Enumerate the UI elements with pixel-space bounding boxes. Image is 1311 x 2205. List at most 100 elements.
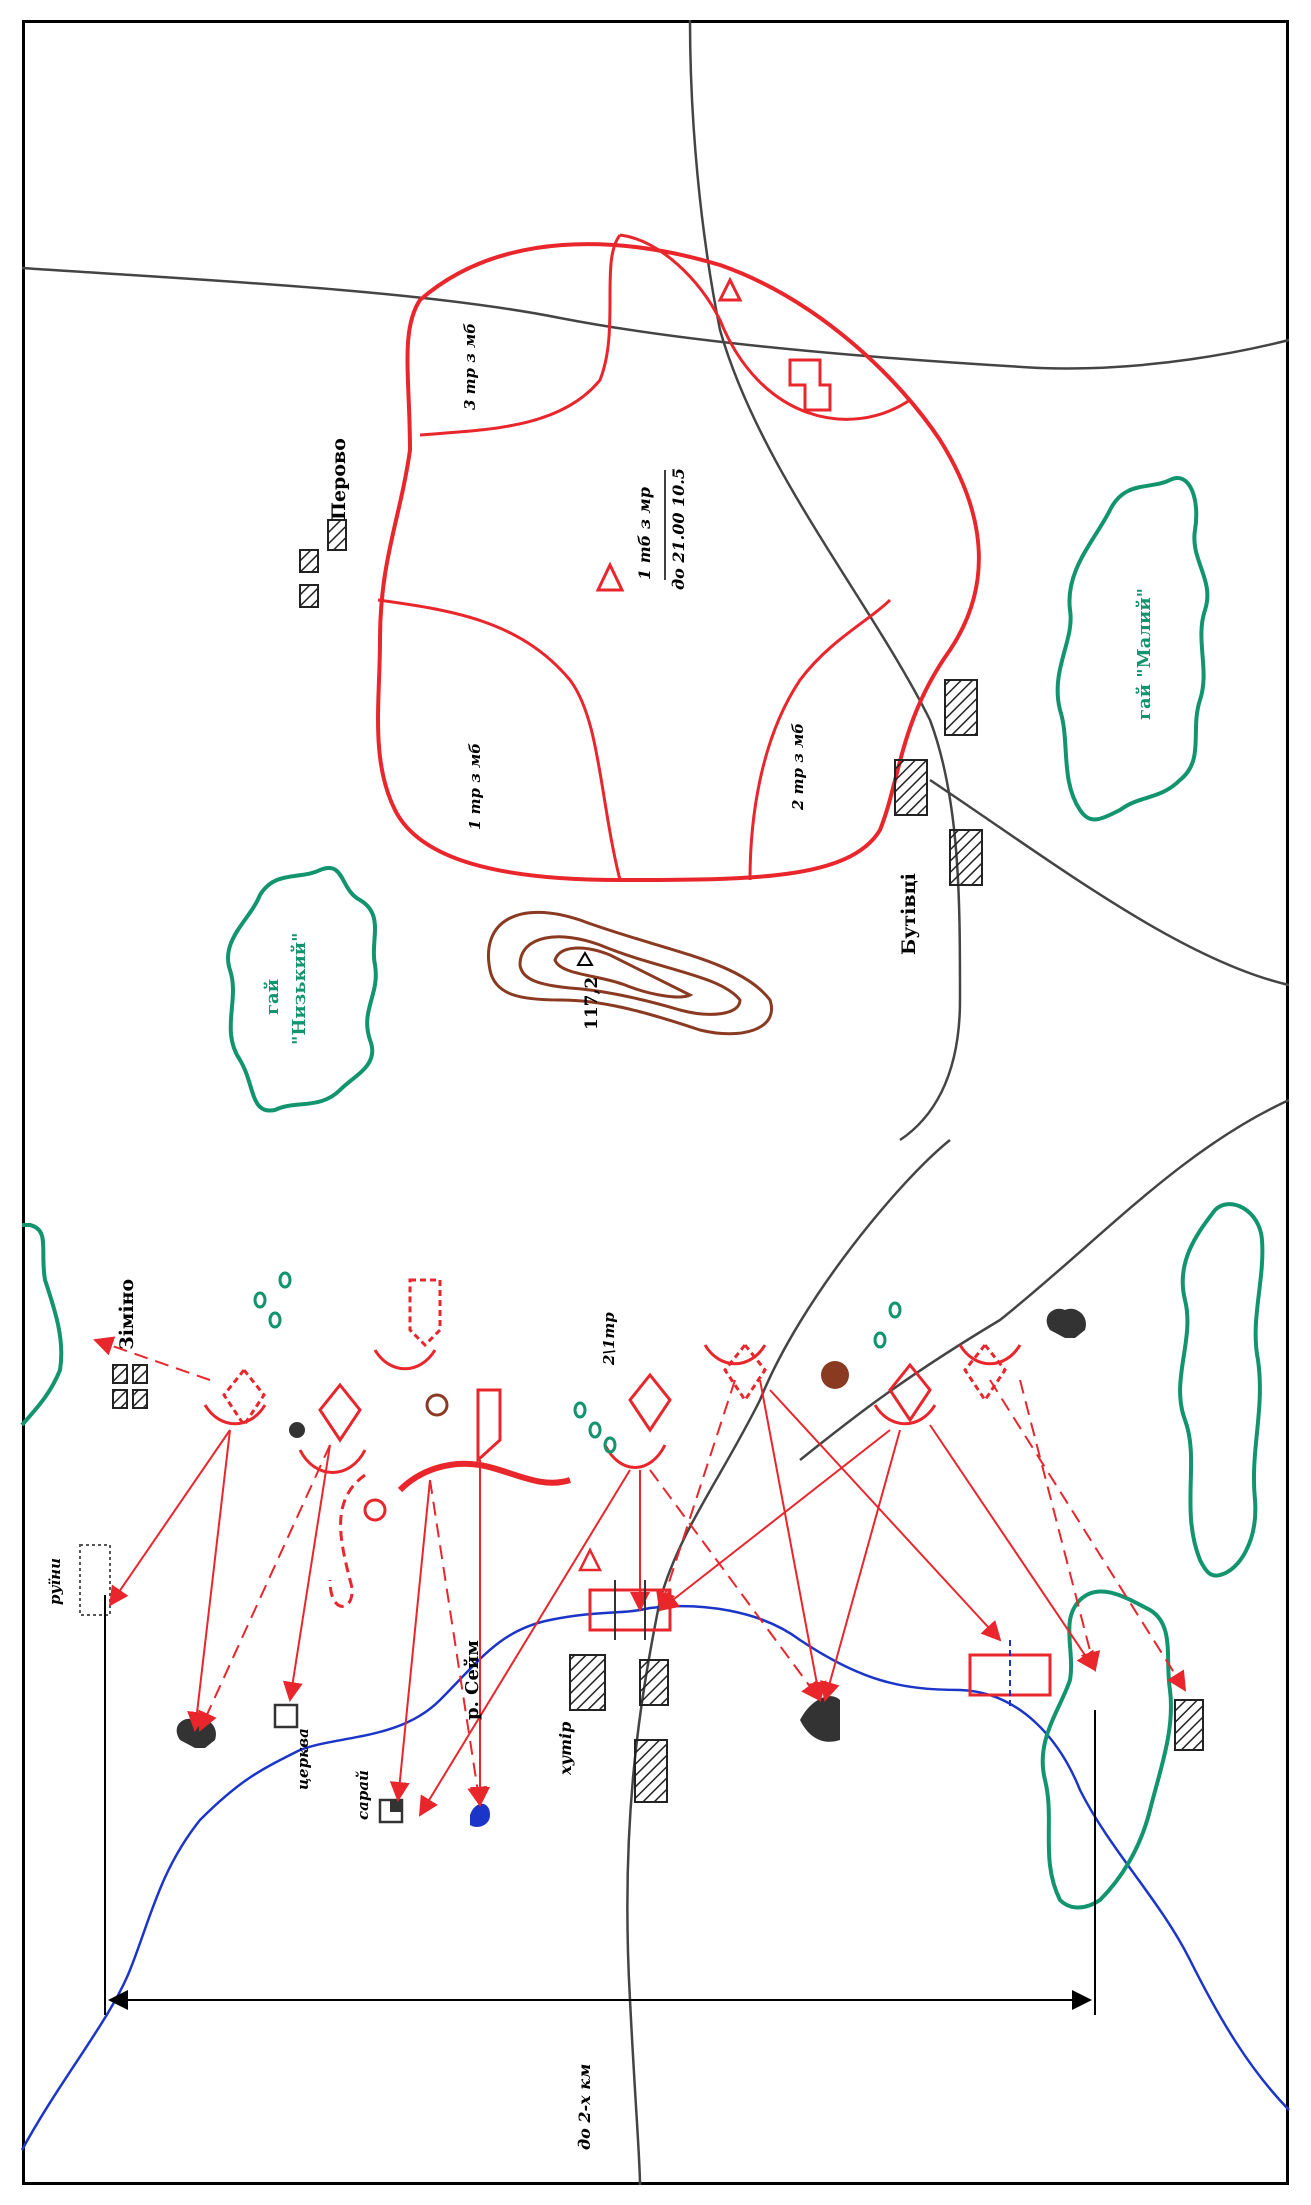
grove-top-left <box>20 1223 64 1427</box>
firing-line <box>203 1344 1022 1608</box>
battalion-label-top: 1 тб з мр <box>635 487 654 580</box>
khutir: хутір р. Сейм <box>462 1640 669 1803</box>
distance-label: до 2-х км <box>575 2064 594 2150</box>
map-frame <box>22 20 1289 2185</box>
grove-southeast <box>1178 1202 1265 1578</box>
shrub-dot <box>873 1331 887 1349</box>
fire-arrow <box>389 1479 431 1802</box>
battalion-label-bottom: до 21.00 10.5 <box>669 468 688 590</box>
reserve-circle-icon <box>363 1498 387 1522</box>
tank-rhombus-dashed-icon <box>723 1342 767 1403</box>
target-hill-icon <box>800 1696 840 1742</box>
fire-arrow <box>187 1429 231 1732</box>
engineer-gear-icon <box>425 1393 449 1417</box>
building-icon <box>132 1364 148 1384</box>
khutir-label: хутір <box>556 1722 575 1776</box>
grove-outline <box>1040 1589 1173 1910</box>
village-perovo: Перово <box>299 438 350 608</box>
building-icon <box>327 519 347 551</box>
grove-outline <box>1055 476 1210 822</box>
road-top-horizontal <box>21 266 1290 370</box>
fire-arrow <box>429 1479 488 1807</box>
shrub-dot <box>588 1421 602 1439</box>
company-3-label: 3 тр з мб <box>461 323 479 410</box>
fire-arrow <box>93 1336 211 1381</box>
building-icon <box>634 1739 668 1803</box>
flag-triangle-icon <box>577 1547 603 1572</box>
water-drop-icon <box>470 1803 490 1827</box>
fire-arrow <box>282 1444 331 1702</box>
tank-rhombus-icon <box>628 1372 672 1433</box>
company-1-boundary <box>377 598 622 881</box>
platoon-2-1-label: 2\1тр <box>600 1312 618 1366</box>
battalion-labels: 3 тр з мб 1 тр з мб 2 тр з мб 1 тб з мр … <box>461 323 807 830</box>
grove-outline <box>226 866 378 1113</box>
trench-line <box>397 1460 571 1493</box>
fire-arrow <box>649 1469 822 1702</box>
village-butivtsi: Бутівці <box>894 679 983 955</box>
apc-dashed-icon <box>408 1278 442 1348</box>
building-icon <box>569 1654 606 1711</box>
position-arc <box>298 1449 367 1474</box>
church-label: церква <box>294 1728 312 1790</box>
vegetation-dots <box>253 1271 902 1454</box>
tank-rhombus-icon <box>888 1362 932 1423</box>
distance-measure <box>104 1595 1096 2015</box>
barn-label: сарай <box>354 1770 372 1820</box>
company-1-label: 1 тр з мб <box>466 743 484 830</box>
grove-south <box>1040 1589 1173 1910</box>
fire-arrow <box>198 1444 331 1732</box>
perovo-label: Перово <box>328 438 350 520</box>
trig-point-icon <box>576 951 594 966</box>
river-seim <box>20 1604 1290 2151</box>
target-building-icon <box>1174 1699 1204 1751</box>
grove-outline <box>20 1223 64 1427</box>
fire-arrow <box>108 1429 231 1607</box>
church-icon <box>273 1703 299 1729</box>
position-arc <box>203 1404 267 1426</box>
company-3-east-boundary <box>619 233 911 421</box>
shrub-dot <box>603 1436 617 1454</box>
landmark-brown-icon <box>821 1361 849 1389</box>
fire-arrows <box>93 1336 1187 1817</box>
fire-arrow <box>656 1379 736 1612</box>
building-icon <box>112 1389 128 1409</box>
fire-arrow <box>759 1379 827 1702</box>
zimino-label: Зіміно <box>116 1279 138 1350</box>
building-icon <box>944 679 978 736</box>
road-southeast <box>799 1098 1290 1461</box>
building-icon <box>949 829 983 886</box>
position-arc <box>373 1349 437 1371</box>
company-2-boundary <box>748 598 892 881</box>
bridge-icon <box>588 1588 672 1632</box>
height-117-label: 117,2 <box>582 977 602 1030</box>
roads <box>21 19 1290 2186</box>
grove-malyi-label: гай "Малий" <box>1134 588 1155 720</box>
position-arc <box>873 1404 937 1426</box>
grove-malyi <box>1055 476 1210 822</box>
shrub-dot <box>888 1301 902 1319</box>
building-icon <box>112 1364 128 1384</box>
position-arc <box>958 1344 1022 1366</box>
shrub-dot <box>278 1271 292 1289</box>
company-2-label: 2 тр з мб <box>789 723 807 811</box>
command-post <box>595 276 832 592</box>
grove-nyzkyi <box>226 866 378 1113</box>
contour-outer <box>487 910 774 1036</box>
building-icon <box>132 1389 148 1409</box>
radiation-icon <box>289 1422 305 1438</box>
river-seim-label: р. Сейм <box>462 1640 483 1720</box>
unit-symbols <box>222 1278 1007 1464</box>
grove-outline <box>1178 1202 1265 1578</box>
shrub-dot <box>253 1291 267 1309</box>
shrub-dot <box>268 1311 282 1329</box>
fire-arrow <box>1019 1379 1101 1672</box>
tank-rhombus-dashed-icon <box>963 1342 1007 1403</box>
battalion-area <box>376 233 981 883</box>
manoeuvre-path <box>328 1473 366 1608</box>
road-to-khutir <box>626 1139 951 2186</box>
hq-flag-icon <box>595 561 625 592</box>
fire-arrow <box>820 1429 901 1702</box>
contour-inner <box>553 946 694 999</box>
